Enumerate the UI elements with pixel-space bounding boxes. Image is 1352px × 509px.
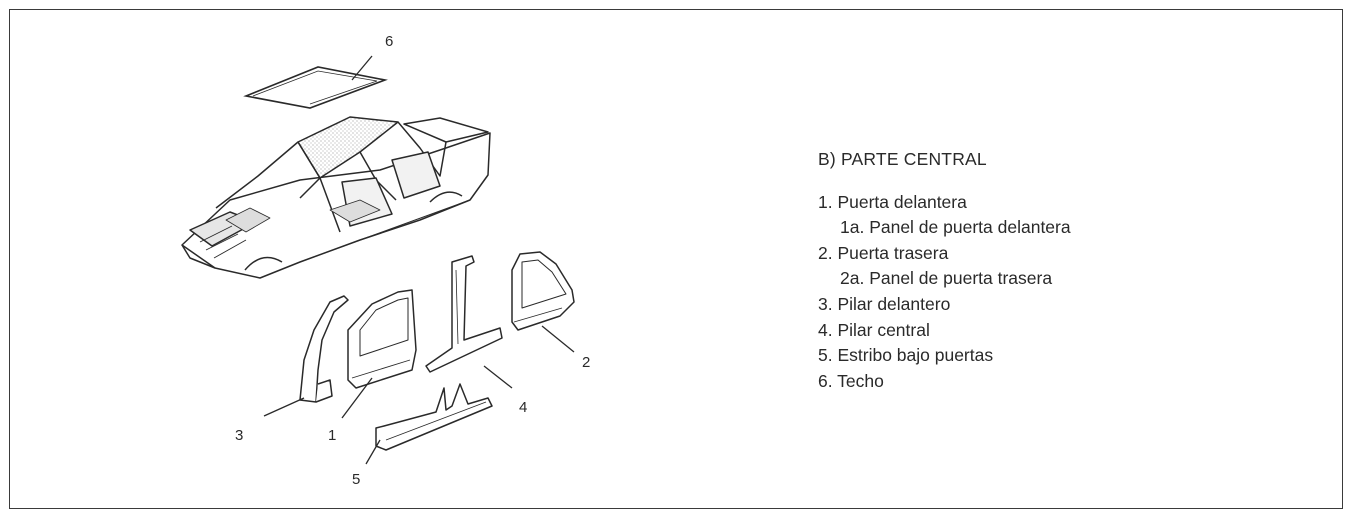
callout-numbers: 6 3 1 4 2 5 [235, 33, 590, 488]
callout-3: 3 [235, 427, 243, 444]
legend-item-rear-door: 2. Puerta trasera [818, 242, 949, 263]
callout-2: 2 [582, 354, 590, 371]
legend-title: B) PARTE CENTRAL [818, 149, 987, 169]
leader-lines [263, 55, 575, 465]
car-body-shell [181, 116, 491, 279]
callout-6: 6 [385, 33, 393, 50]
center-pillar-part [425, 255, 503, 373]
legend-item-center-pillar: 4. Pilar central [818, 319, 930, 340]
front-door-part [347, 289, 417, 389]
parts-legend: B) PARTE CENTRAL 1. Puerta delantera 1a.… [818, 147, 1071, 394]
roof-panel [243, 66, 388, 109]
door-sill-part [375, 383, 493, 451]
legend-item-front-door-panel: 1a. Panel de puerta delantera [840, 217, 1071, 238]
car-body-exploded-diagram: 6 3 1 4 2 5 [181, 33, 590, 488]
legend-item-roof: 6. Techo [818, 370, 884, 391]
legend-item-front-pillar: 3. Pilar delantero [818, 293, 951, 314]
legend-item-front-door: 1. Puerta delantera [818, 191, 967, 212]
callout-1: 1 [328, 427, 336, 444]
callout-5: 5 [352, 471, 360, 488]
rear-door-part [511, 251, 575, 331]
front-pillar-part [299, 295, 349, 403]
legend-item-rear-door-panel: 2a. Panel de puerta trasera [840, 268, 1053, 289]
callout-4: 4 [519, 399, 527, 416]
legend-item-door-sill: 5. Estribo bajo puertas [818, 345, 994, 366]
